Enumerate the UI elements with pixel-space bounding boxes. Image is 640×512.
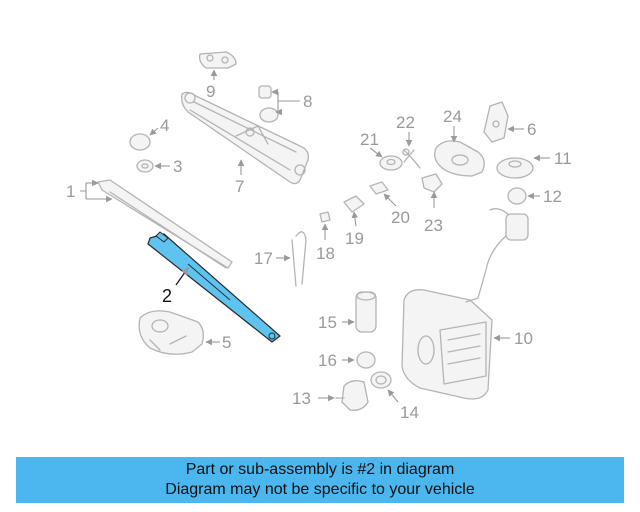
callout-19: 19	[345, 229, 364, 248]
part-22-clip	[402, 148, 421, 169]
callout-18: 18	[316, 244, 335, 263]
part-2-wiper-arm	[147, 231, 281, 343]
part-8-grommets	[258, 85, 279, 123]
callout-3: 3	[173, 157, 182, 176]
part-12-cap	[507, 187, 527, 205]
part-13-pump-motor	[335, 380, 369, 411]
part-19-fitting	[343, 195, 365, 213]
callout-14: 14	[400, 403, 419, 422]
callout-8: 8	[303, 92, 312, 111]
callout-4: 4	[160, 116, 169, 135]
callout-1: 1	[66, 182, 75, 201]
part-7-linkage-frame	[180, 91, 309, 185]
part-16-grommet	[356, 351, 376, 369]
part-3-nut	[136, 159, 154, 173]
caption-line-1: Part or sub-assembly is #2 in diagram	[185, 461, 455, 478]
callout-6: 6	[527, 120, 536, 139]
callout-20: 20	[391, 208, 410, 227]
callout-16: 16	[318, 351, 337, 370]
callout-21: 21	[360, 130, 379, 149]
callout-9: 9	[206, 82, 215, 101]
part-11-cover	[496, 157, 534, 179]
callout-5: 5	[222, 333, 231, 352]
part-1-wiper-blade	[97, 179, 233, 269]
part-15-washer-pump	[355, 291, 377, 333]
callout-12: 12	[543, 187, 562, 206]
part-18-plug	[319, 211, 331, 223]
callout-10: 10	[514, 329, 533, 348]
part-23-connector	[421, 173, 443, 193]
callout-2: 2	[162, 286, 172, 306]
part-10-reservoir	[401, 208, 529, 400]
callout-22: 22	[396, 113, 415, 132]
part-17-hose	[291, 231, 307, 287]
part-20-nozzle	[369, 181, 389, 195]
part-21-grommet	[379, 155, 403, 171]
part-9-bracket	[198, 51, 237, 69]
caption-banner: Part or sub-assembly is #2 in diagram Di…	[16, 457, 624, 503]
caption-line-2: Diagram may not be specific to your vehi…	[165, 481, 475, 498]
callout-24: 24	[443, 107, 462, 126]
part-14-seal-ring	[370, 371, 392, 389]
callout-11: 11	[554, 149, 572, 168]
part-5-wiper-motor	[138, 310, 204, 355]
callout-23: 23	[424, 216, 443, 235]
part-6-bracket	[483, 101, 509, 143]
callout-7: 7	[235, 177, 244, 196]
callout-15: 15	[318, 313, 337, 332]
part-4-cap	[129, 133, 151, 151]
callout-13: 13	[292, 389, 311, 408]
callout-17: 17	[254, 249, 273, 268]
part-24-pump-bracket	[434, 140, 485, 177]
